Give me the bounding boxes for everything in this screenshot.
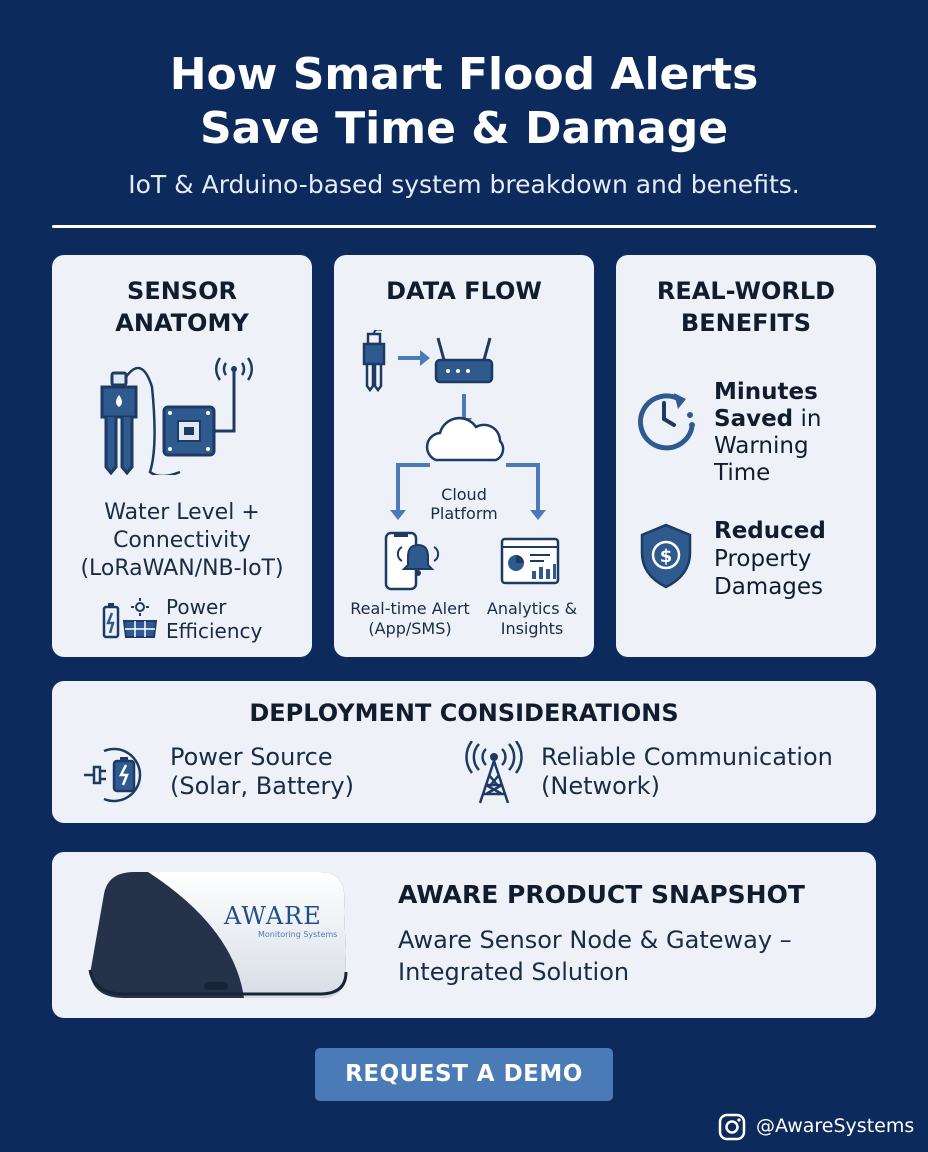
request-demo-button[interactable]: REQUEST A DEMO: [315, 1048, 613, 1101]
realtime-alert-label: Real-time Alert (App/SMS): [342, 599, 478, 639]
minutes-saved-benefit: Minutes Saved in Warning Time: [714, 379, 821, 487]
cloud-label-line-1: Cloud: [441, 485, 487, 504]
cell-tower-icon: [465, 741, 523, 804]
alert-label-line-1: Real-time Alert: [350, 599, 470, 618]
analytics-label-line-1: Analytics &: [486, 599, 578, 618]
benefit-1-line-4: Time: [714, 460, 771, 486]
title-line-2: Save Time & Damage: [199, 103, 729, 154]
phone-alert-icon: [384, 531, 440, 591]
cloud-platform-label: Cloud Platform: [414, 485, 514, 523]
benefits-card: REAL-WORLD BENEFITS Minutes Saved in War…: [616, 255, 876, 657]
device-logo-subtitle: Monitoring Systems: [258, 930, 338, 939]
power-source-line-1: Power Source: [170, 743, 333, 771]
sensor-desc-line-3: (LoRaWAN/NB-IoT): [80, 556, 284, 581]
benefit-2-line-2: Property: [714, 546, 812, 572]
communication-line-1: Reliable Communication: [541, 743, 833, 771]
benefits-heading-line-1: REAL-WORLD: [656, 277, 836, 305]
alert-label-line-2: (App/SMS): [368, 619, 452, 638]
product-desc-line-1: Aware Sensor Node & Gateway –: [398, 926, 792, 954]
sensor-desc-line-2: Connectivity: [113, 528, 251, 553]
sensor-desc-line-1: Water Level +: [104, 500, 260, 525]
sensor-anatomy-card: SENSOR ANATOMY Water Level + Connectivit…: [52, 255, 312, 657]
benefit-1-line-3: Warning: [714, 433, 809, 459]
product-card: AWARE Monitoring Systems AWARE PRODUCT S…: [52, 852, 876, 1018]
device-body-icon: [88, 872, 348, 998]
product-device-image: AWARE Monitoring Systems: [84, 870, 348, 1002]
shield-dollar-icon: $: [640, 523, 692, 589]
clock-icon: [638, 393, 695, 451]
product-description: Aware Sensor Node & Gateway – Integrated…: [398, 924, 792, 988]
data-flow-diagram: [362, 330, 546, 520]
benefit-1-rest: in: [793, 406, 822, 432]
communication-label: Reliable Communication (Network): [541, 743, 833, 801]
cloud-label-line-2: Platform: [430, 504, 498, 523]
cloud-icon: [425, 416, 505, 462]
benefits-heading-line-2: BENEFITS: [680, 309, 812, 337]
sensor-anatomy-heading-line-1: SENSOR: [127, 277, 237, 305]
power-plug-battery-icon: [84, 747, 142, 803]
power-source-label: Power Source (Solar, Battery): [170, 743, 354, 801]
product-heading: AWARE PRODUCT SNAPSHOT: [398, 880, 805, 909]
benefit-1-bold-1: Minutes: [714, 379, 818, 405]
benefit-1-bold-2: Saved: [714, 406, 794, 432]
title-line-1: How Smart Flood Alerts: [169, 49, 759, 100]
page-title: How Smart Flood Alerts Save Time & Damag…: [0, 48, 928, 156]
analytics-dashboard-icon: [500, 537, 560, 585]
sensor-probe-icon: [362, 330, 386, 393]
communication-line-2: (Network): [541, 772, 660, 800]
device-logo: AWARE: [224, 902, 322, 930]
deployment-card: DEPLOYMENT CONSIDERATIONS Power Source (…: [52, 681, 876, 823]
deployment-heading: DEPLOYMENT CONSIDERATIONS: [249, 699, 679, 727]
power-source-line-2: (Solar, Battery): [170, 772, 354, 800]
benefit-2-line-3: Damages: [714, 574, 824, 600]
page-subtitle: IoT & Arduino-based system breakdown and…: [128, 170, 800, 199]
sensor-device-icon: [100, 357, 253, 475]
data-flow-heading: DATA FLOW: [386, 277, 542, 305]
sensor-anatomy-heading-line-2: ANATOMY: [115, 309, 249, 337]
gateway-router-icon: [434, 337, 494, 384]
battery-solar-icon: [102, 598, 158, 639]
sensor-anatomy-description: Water Level + Connectivity (LoRaWAN/NB-I…: [52, 499, 312, 583]
svg-text:$: $: [660, 546, 673, 567]
product-desc-line-2: Integrated Solution: [398, 958, 630, 986]
reduced-damages-benefit: Reduced Property Damages: [714, 517, 826, 601]
benefit-2-bold: Reduced: [714, 518, 826, 544]
power-efficiency-line-1: Power: [166, 595, 227, 619]
power-efficiency-label: Power Efficiency: [166, 595, 262, 643]
header-divider: [52, 225, 876, 228]
sensor-anatomy-heading: SENSOR ANATOMY: [52, 275, 312, 339]
analytics-label-line-2: Insights: [500, 619, 564, 638]
data-flow-card: DATA FLOW Cloud Platform: [334, 255, 594, 657]
social-handle-link[interactable]: @AwareSystems: [718, 1111, 918, 1141]
instagram-icon: [718, 1113, 746, 1141]
power-efficiency-line-2: Efficiency: [166, 619, 263, 643]
analytics-label: Analytics & Insights: [478, 599, 586, 639]
social-handle-text: @AwareSystems: [756, 1115, 915, 1137]
benefits-heading: REAL-WORLD BENEFITS: [616, 275, 876, 339]
